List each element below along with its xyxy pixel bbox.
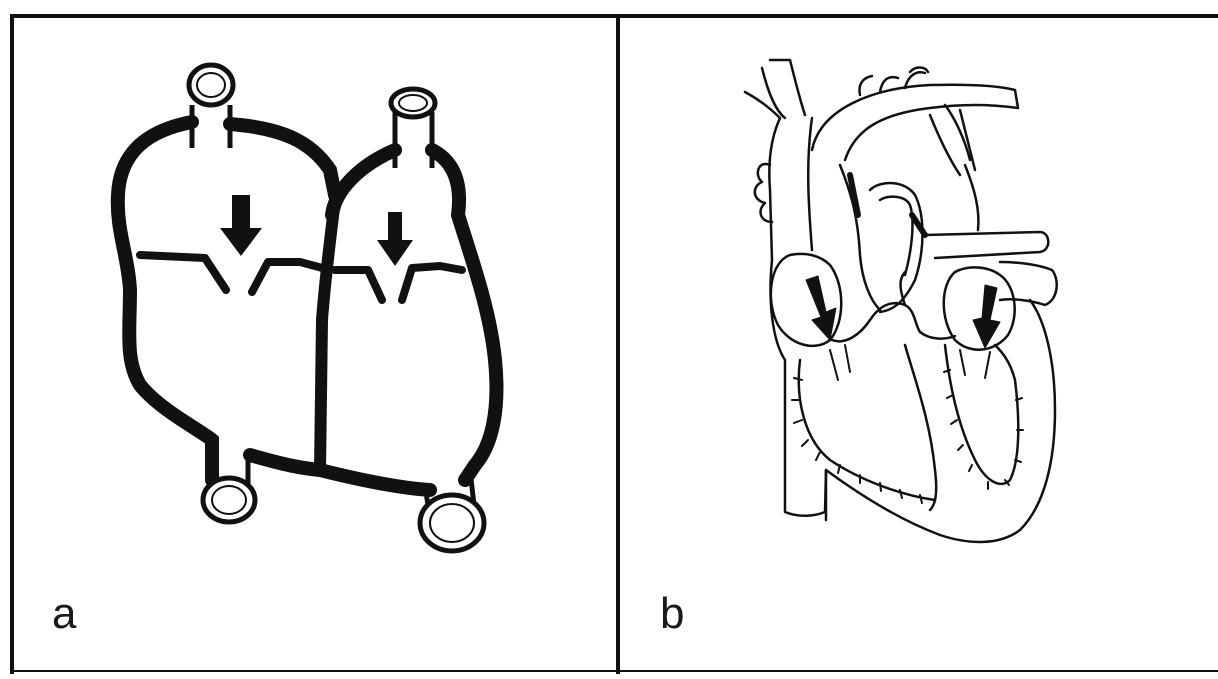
panel-b-left-atrium-edge (965, 165, 978, 230)
panel-a-right-av-partition-1 (335, 270, 382, 300)
panel-b-left-chordae (960, 350, 990, 378)
panel-b-left-ventricle-cavity (945, 345, 1018, 484)
panel-a-left-av-partition-2 (270, 262, 330, 270)
panel-b-aortic-arch (812, 85, 1018, 160)
panel-b-shade-1 (850, 175, 858, 215)
panel-b-pulmonary-vein-upper (925, 232, 1048, 258)
panel-a-bottom-wall (250, 455, 430, 490)
panel-a-lower-vessel-left (203, 478, 255, 522)
panel-b-pulmonary-trunk (870, 183, 923, 312)
panel-b-right-trabeculae (792, 378, 922, 503)
panel-a-left-av-partition-1 (140, 255, 226, 290)
panel-b-right-chordae (830, 345, 850, 380)
panel-a-right-av-partition-2 (402, 266, 462, 300)
panel-b-septum (905, 345, 936, 510)
panel-a-great-vessel-right (391, 89, 435, 117)
panel-b-pulmonary-inner (880, 197, 912, 275)
panel-a: a (52, 65, 496, 638)
panel-a-right-heart-wall (332, 150, 496, 480)
panel-a-great-vessel-right-stem (395, 112, 432, 168)
panel-b-label: b (660, 589, 684, 638)
panel-a-left-flow-arrow (220, 195, 262, 256)
panel-b-right-vessels (930, 105, 975, 175)
panel-b-heart-outline (771, 260, 1055, 542)
panel-b-upper-left-vessels (745, 60, 805, 118)
panel-b-central-valves (832, 303, 955, 341)
panel-b-arch-branches (860, 72, 926, 95)
panel-a-septum (320, 200, 335, 470)
panel-a-left-valve-leaflet (252, 262, 268, 292)
panel-b-left-flow-arrow (973, 285, 1000, 348)
panel-a-great-vessel-left (189, 65, 233, 105)
panel-b-vena-cava-left-edge (769, 118, 780, 260)
panel-a-label: a (52, 589, 77, 638)
panel-b-right-flow-arrow (806, 276, 836, 340)
panel-a-left-heart-wall (118, 122, 335, 480)
panel-b: b (660, 60, 1057, 638)
panel-b-left-trabeculae (944, 370, 1023, 489)
panel-a-right-flow-arrow (377, 212, 413, 266)
panel-b-vena-cava-right-edge (808, 118, 812, 250)
